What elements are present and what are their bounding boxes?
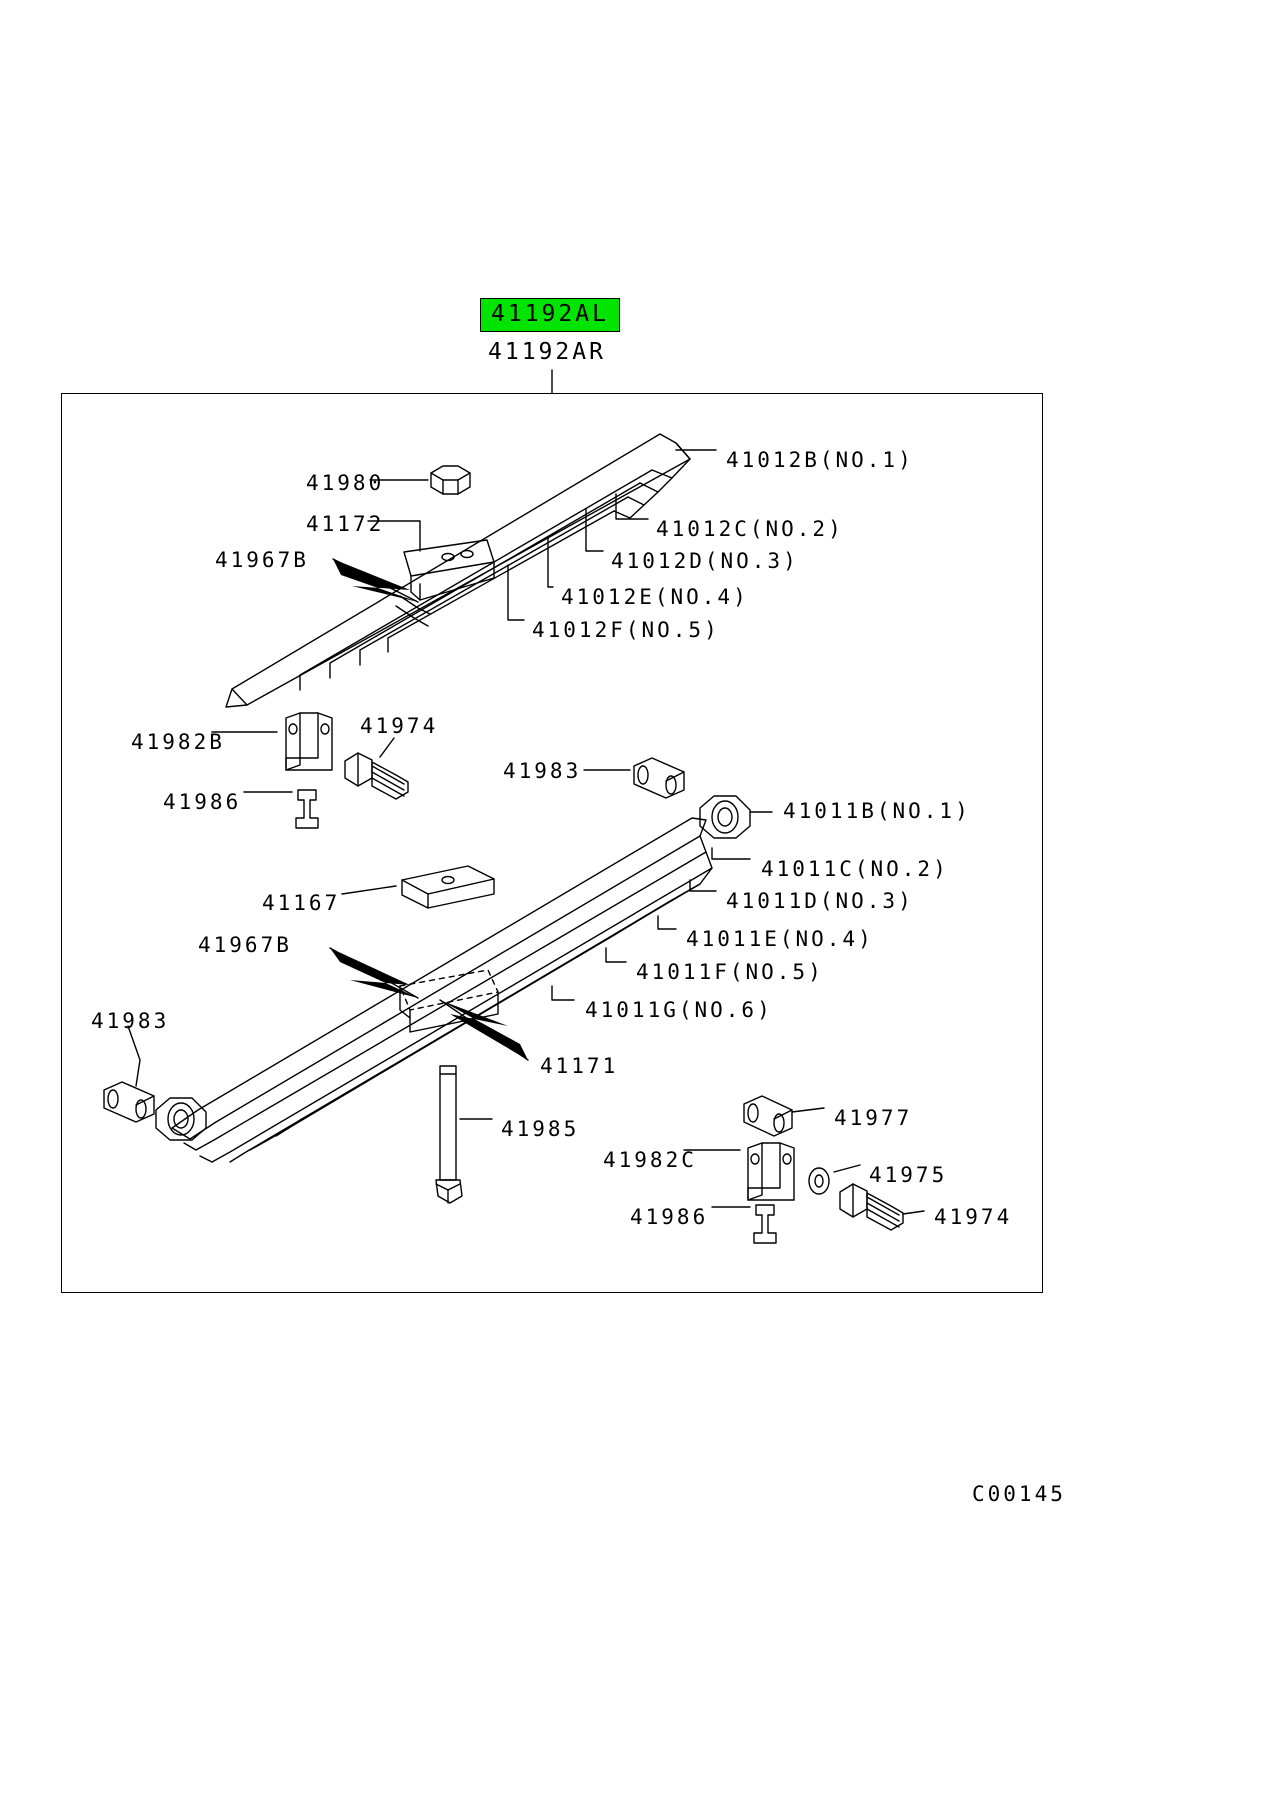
label-41985[interactable]: 41985 [501, 1117, 580, 1141]
label-41986-upper[interactable]: 41986 [163, 790, 242, 814]
label-41172[interactable]: 41172 [306, 512, 385, 536]
label-41167[interactable]: 41167 [262, 891, 341, 915]
label-41011b[interactable]: 41011B(NO.1) [783, 799, 971, 823]
label-41011d[interactable]: 41011D(NO.3) [726, 889, 914, 913]
secondary-part-number: 41192AR [488, 339, 606, 365]
label-41171[interactable]: 41171 [540, 1054, 619, 1078]
label-41967b-lower[interactable]: 41967B [198, 933, 292, 957]
label-41011g[interactable]: 41011G(NO.6) [585, 998, 773, 1022]
label-41986-lower[interactable]: 41986 [630, 1205, 709, 1229]
label-41012c[interactable]: 41012C(NO.2) [656, 517, 844, 541]
figure-code: C00145 [972, 1482, 1066, 1506]
label-41982c[interactable]: 41982C [603, 1148, 697, 1172]
label-41012d[interactable]: 41012D(NO.3) [611, 549, 799, 573]
label-41977[interactable]: 41977 [834, 1106, 913, 1130]
highlighted-part-number[interactable]: 41192AL [480, 298, 620, 332]
label-41967b-upper[interactable]: 41967B [215, 548, 309, 572]
label-41982b[interactable]: 41982B [131, 730, 225, 754]
illustration-frame [61, 393, 1043, 1293]
label-41983-upper[interactable]: 41983 [503, 759, 582, 783]
label-41012b[interactable]: 41012B(NO.1) [726, 448, 914, 472]
label-41983-lower[interactable]: 41983 [91, 1009, 170, 1033]
label-41974-lower[interactable]: 41974 [934, 1205, 1013, 1229]
label-41980[interactable]: 41980 [306, 471, 385, 495]
label-41011c[interactable]: 41011C(NO.2) [761, 857, 949, 881]
label-41975[interactable]: 41975 [869, 1163, 948, 1187]
label-41011e[interactable]: 41011E(NO.4) [686, 927, 874, 951]
label-41012e[interactable]: 41012E(NO.4) [561, 585, 749, 609]
label-41974-upper[interactable]: 41974 [360, 714, 439, 738]
diagram-title-block: 41192AL 41192AR [480, 298, 800, 364]
label-41012f[interactable]: 41012F(NO.5) [532, 618, 720, 642]
label-41011f[interactable]: 41011F(NO.5) [636, 960, 824, 984]
